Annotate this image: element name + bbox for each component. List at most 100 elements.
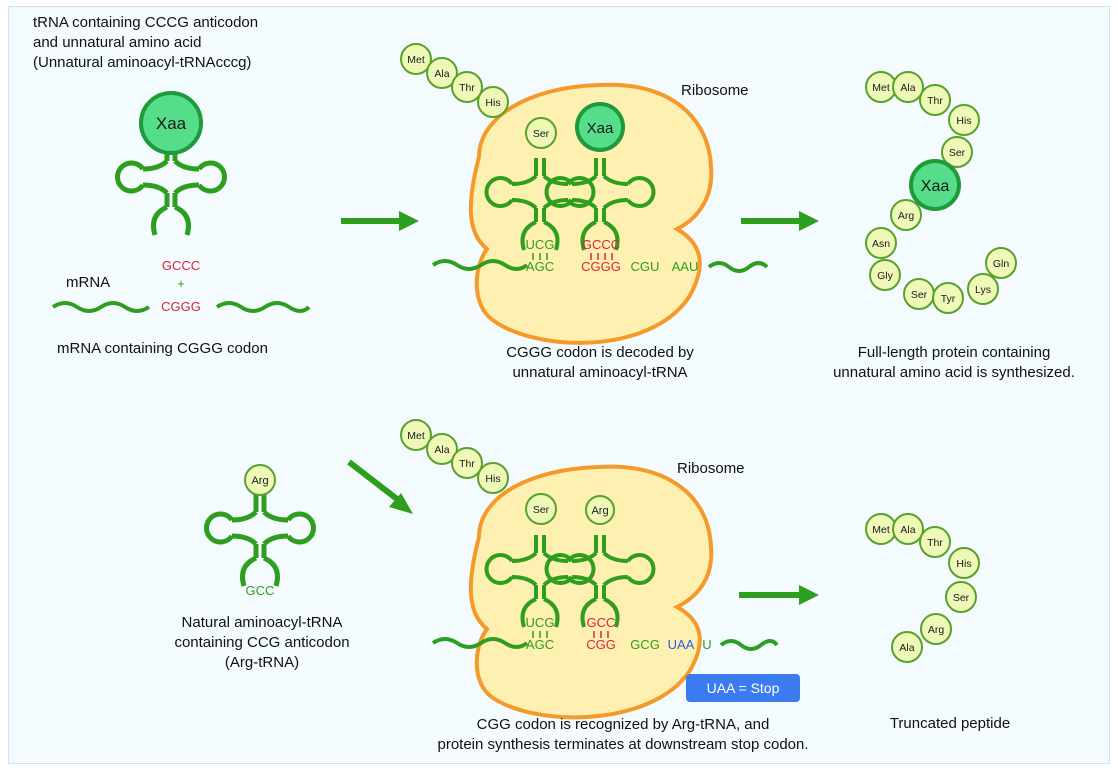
codon-u: U bbox=[702, 637, 711, 652]
amino-acid-label: Ala bbox=[900, 524, 915, 536]
arg-trna-caption: Natural aminoacyl-tRNA containing CCG an… bbox=[174, 613, 349, 673]
base-pair-ticks-bottom-red bbox=[593, 631, 609, 638]
ribosome-label-bottom: Ribosome bbox=[677, 460, 745, 477]
amino-acid-label: Xaa bbox=[921, 178, 950, 195]
amino-acid-bead bbox=[426, 57, 458, 89]
amino-acid-label: Gly bbox=[877, 270, 894, 282]
trna-caption-line-3: (Unnatural aminoacyl-tRNAcccg) bbox=[33, 54, 252, 71]
mrna-strand-left bbox=[51, 301, 151, 313]
amino-acid-bead bbox=[892, 71, 924, 103]
anticodon-gccc: GCCC bbox=[162, 258, 200, 273]
amino-acid-label: Thr bbox=[459, 458, 475, 470]
amino-acid-bead bbox=[477, 462, 509, 494]
amino-acid-label: His bbox=[485, 97, 500, 109]
amino-acid-label: Ser bbox=[911, 289, 928, 301]
codon-cgg: CGG bbox=[586, 637, 616, 652]
amino-acid-label: Met bbox=[872, 524, 890, 536]
amino-acid-bead bbox=[945, 581, 977, 613]
base-pair-ticks-bottom bbox=[532, 631, 548, 638]
pairing-plus: + bbox=[177, 276, 185, 291]
amino-acid-bead bbox=[909, 159, 961, 211]
amino-acid-label: Thr bbox=[927, 95, 943, 107]
amino-acid-label: Met bbox=[872, 82, 890, 94]
amino-acid-bead bbox=[941, 136, 973, 168]
xaa-ball-ribosome bbox=[575, 102, 625, 152]
amino-acid-label: His bbox=[485, 473, 500, 485]
amino-acid-bead bbox=[890, 199, 922, 231]
arg-ball-ribosome bbox=[585, 495, 615, 525]
amino-acid-label: Met bbox=[407, 54, 425, 66]
mrna-caption: mRNA containing CGGG codon bbox=[57, 340, 268, 357]
base-pair-ticks-top bbox=[532, 253, 548, 260]
amino-acid-label: Ala bbox=[900, 82, 915, 94]
amino-acid-bead bbox=[400, 43, 432, 75]
ribo-mrna-left-bottom bbox=[431, 637, 529, 649]
arrow-top-2 bbox=[741, 211, 819, 231]
xaa-ball: Xaa bbox=[139, 91, 203, 155]
codon-cggg-ribo: CGGG bbox=[581, 259, 621, 274]
ribo-mrna-right-top bbox=[707, 261, 769, 273]
ribo-caption-top-line-1: CGGG codon is decoded by bbox=[506, 344, 694, 361]
amino-acid-bead bbox=[891, 631, 923, 663]
anticodon-gcc-ribo: GCC bbox=[587, 615, 616, 630]
codon-uaa: UAA bbox=[668, 637, 695, 652]
amino-acid-bead bbox=[967, 273, 999, 305]
diagram-graphics: Xaa GCCC + CGGG Ribosome Xaa MetAlaThrHi… bbox=[51, 43, 1017, 720]
amino-acid-bead bbox=[932, 282, 964, 314]
amino-acid-bead bbox=[920, 613, 952, 645]
amino-acid-label: Ser bbox=[953, 592, 970, 604]
amino-acid-label: Ala bbox=[899, 642, 914, 654]
amino-acid-label: Thr bbox=[927, 537, 943, 549]
stop-badge-label: UAA = Stop bbox=[707, 680, 780, 696]
arg-trna-caption-line-2: containing CCG anticodon bbox=[174, 634, 350, 651]
ribo-caption-bottom-line-2: protein synthesis terminates at downstre… bbox=[437, 736, 809, 753]
mrna-label: mRNA bbox=[66, 274, 111, 291]
trna-caption-line-1: tRNA containing CCCG anticodon bbox=[33, 14, 259, 31]
amino-acid-bead bbox=[477, 86, 509, 118]
amino-acid-label: Tyr bbox=[941, 293, 956, 305]
anticodon-gccc-ribo: GCCC bbox=[582, 237, 620, 252]
xaa-label: Xaa bbox=[156, 114, 187, 133]
protein-caption-line-2: unnatural amino acid is synthesized. bbox=[833, 364, 1075, 381]
amino-acid-bead bbox=[869, 259, 901, 291]
codon-cgu: CGU bbox=[631, 259, 660, 274]
trna-arg bbox=[207, 494, 314, 586]
ribo-caption-bottom: CGG codon is recognized by Arg-tRNA, and… bbox=[437, 715, 808, 755]
anticodon-gcc: GCC bbox=[246, 583, 275, 598]
arg-trna-caption-line-3: (Arg-tRNA) bbox=[224, 654, 300, 671]
trna-unnatural bbox=[118, 143, 225, 235]
amino-acid-bead bbox=[919, 526, 951, 558]
amino-acid-bead bbox=[985, 247, 1017, 279]
amino-acid-label: Asn bbox=[872, 238, 890, 250]
amino-acid-bead bbox=[525, 117, 557, 149]
ribo-caption-top-line-2: unnatural aminoacyl-tRNA bbox=[512, 364, 688, 381]
stop-badge: UAA = Stop bbox=[686, 674, 800, 702]
protein-caption-line-1: Full-length protein containing bbox=[857, 344, 1051, 361]
base-pair-ticks-top-red bbox=[590, 253, 613, 260]
amino-acid-label: Ala bbox=[434, 444, 449, 456]
codon-cggg: CGGG bbox=[161, 299, 201, 314]
xaa-label-ribosome: Xaa bbox=[587, 120, 614, 137]
ribo-caption-top: CGGG codon is decoded by unnatural amino… bbox=[506, 343, 694, 383]
truncated-caption: Truncated peptide bbox=[889, 715, 1011, 732]
amino-acid-bead bbox=[451, 447, 483, 479]
ribosome-top bbox=[468, 82, 714, 345]
amino-acid-bead bbox=[892, 513, 924, 545]
amino-acid-label: Gln bbox=[993, 258, 1010, 270]
amino-acid-label: Ser bbox=[533, 504, 550, 516]
arrow-top-1 bbox=[341, 211, 419, 231]
arg-trna-caption-line-1: Natural aminoacyl-tRNA bbox=[181, 614, 343, 631]
amino-acid-bead bbox=[426, 433, 458, 465]
amino-acid-label: Ser bbox=[533, 128, 550, 140]
amino-acid-bead bbox=[919, 84, 951, 116]
amino-acid-label: Lys bbox=[975, 284, 991, 296]
ribo-mrna-left-top bbox=[431, 259, 529, 271]
codon-aau: AAU bbox=[672, 259, 699, 274]
amino-acid-label: His bbox=[956, 558, 971, 570]
amino-acid-bead bbox=[948, 547, 980, 579]
amino-acid-label: Arg bbox=[898, 210, 915, 222]
amino-acid-bead bbox=[525, 493, 557, 525]
arg-label-ribosome: Arg bbox=[591, 505, 608, 517]
